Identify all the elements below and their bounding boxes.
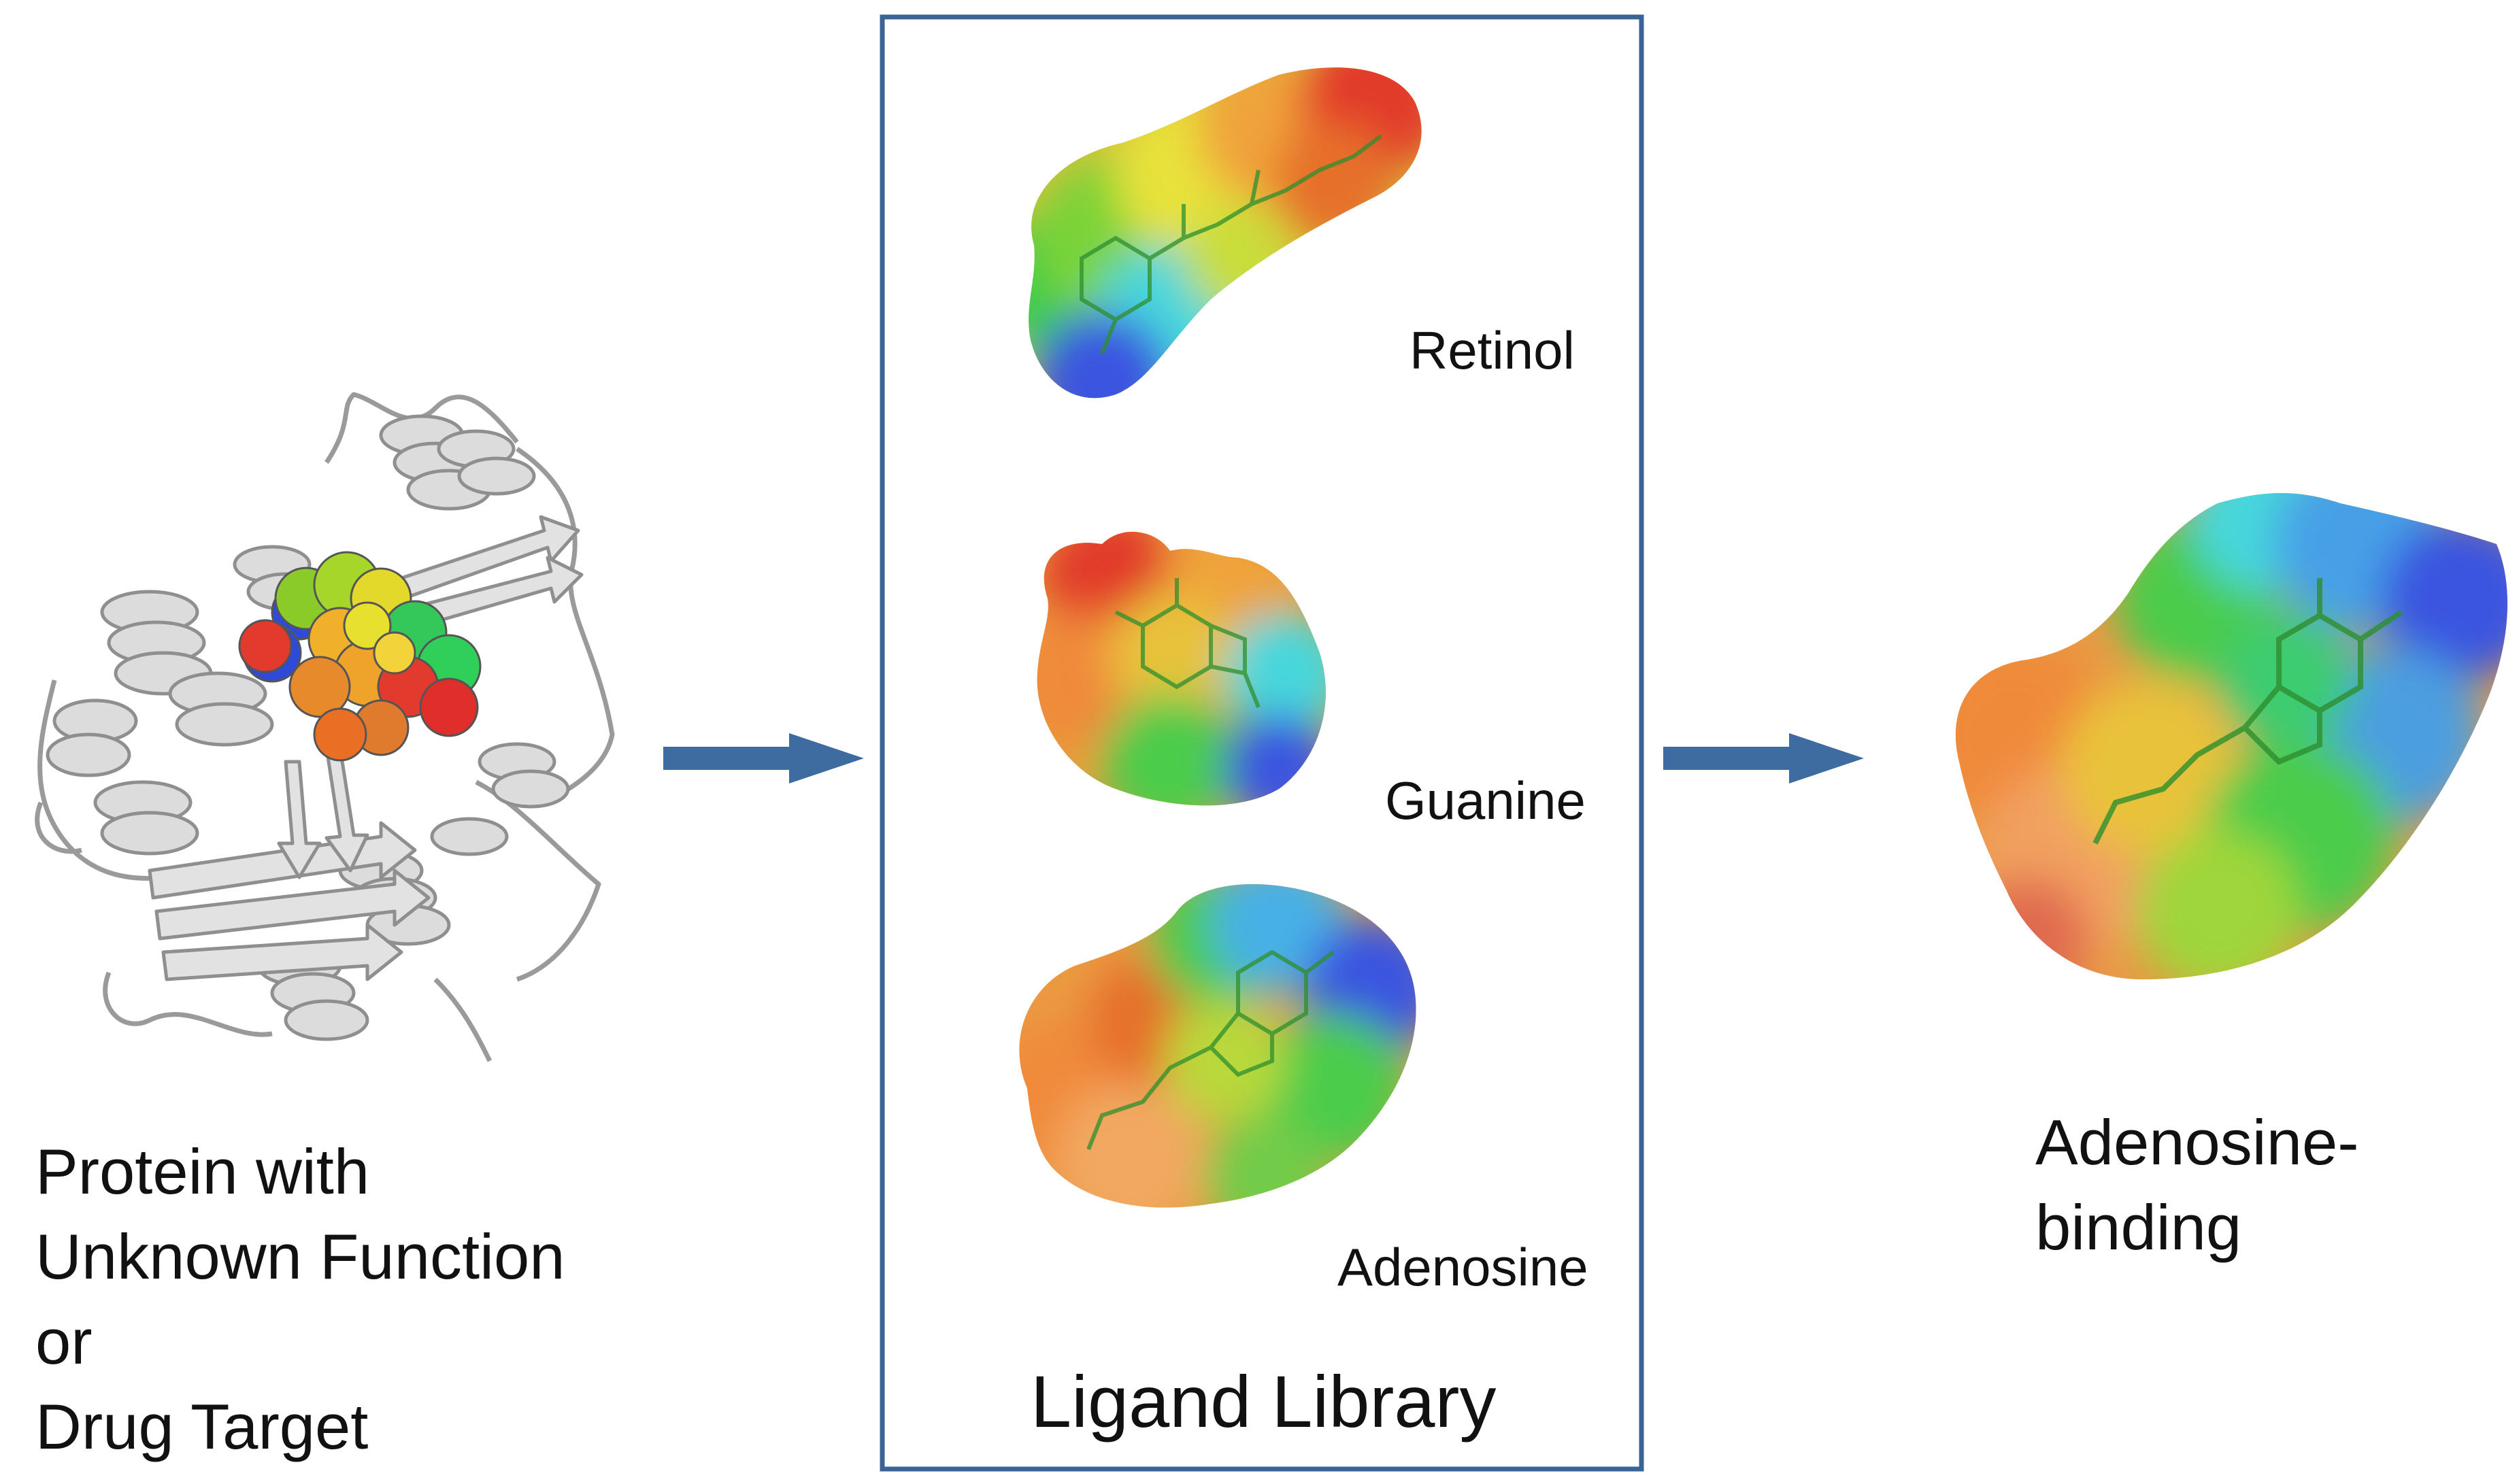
retinol-label: Retinol	[1409, 320, 1575, 380]
protein-label-line: Protein with	[35, 1136, 370, 1207]
ligand-library-box	[880, 14, 1644, 1472]
protein-label-line: or	[35, 1306, 93, 1377]
protein-structure	[35, 392, 615, 1062]
result-label-line: Adenosine-	[2035, 1107, 2359, 1178]
guanine-molecule	[1037, 531, 1326, 806]
protein-label-line: Drug Target	[35, 1391, 369, 1462]
protein-label: Protein with Unknown Function or Drug Ta…	[35, 1129, 565, 1469]
adenosine-binding-molecule	[1955, 493, 2508, 979]
binding-site-ligand	[238, 551, 482, 762]
arrow-protein-to-library	[663, 733, 864, 783]
result-label: Adenosine- binding	[2035, 1100, 2359, 1270]
guanine-label: Guanine	[1385, 771, 1586, 830]
adenosine-molecule	[1019, 884, 1416, 1208]
ligand-library-title: Ligand Library	[1031, 1360, 1497, 1443]
protein-label-line: Unknown Function	[35, 1221, 565, 1292]
arrow-library-to-result	[1663, 733, 1864, 783]
adenosine-label: Adenosine	[1337, 1237, 1588, 1297]
retinol-molecule	[1029, 67, 1422, 399]
result-label-line: binding	[2035, 1192, 2242, 1263]
